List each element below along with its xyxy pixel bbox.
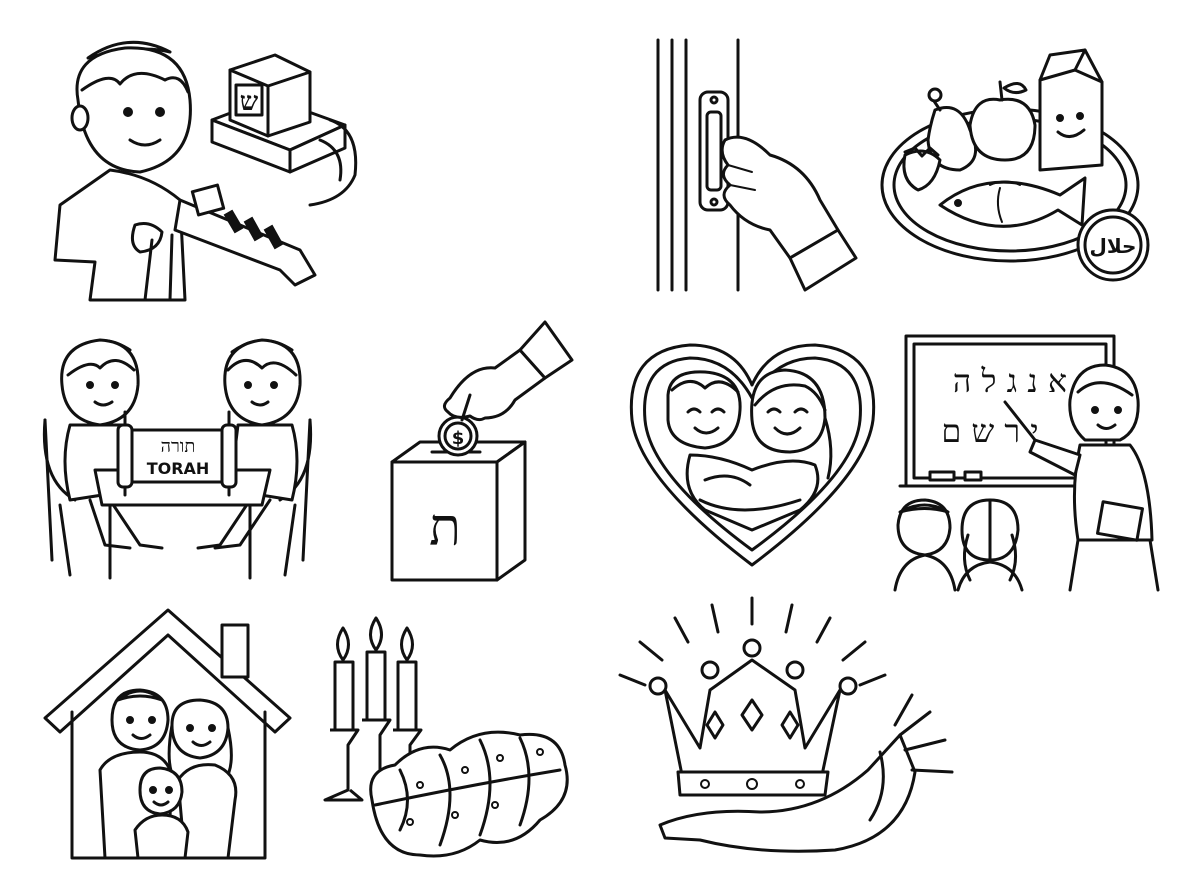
hebrew-classroom-illustration: א נ ג ל ה י ר ש ם <box>893 334 1160 592</box>
tzedakah-box-illustration: ת $ <box>390 320 574 582</box>
boy-tefillin-illustration: ש <box>53 40 358 302</box>
heart-friends-illustration <box>629 343 876 567</box>
svg-text:$: $ <box>452 428 465 449</box>
torah-study-illustration: תורה TORAH <box>42 338 313 580</box>
board-hebrew-row-1: א נ ג ל ה <box>953 362 1067 400</box>
torah-scroll-latin: TORAH <box>147 459 210 478</box>
shabbat-candles-illustration <box>323 616 569 858</box>
board-hebrew-row-2: י ר ש ם <box>941 412 1038 450</box>
mezuzah-illustration <box>656 38 858 292</box>
family-house-illustration <box>43 608 292 860</box>
torah-scroll-hebrew: תורה <box>161 436 196 457</box>
arm-strap-wraps <box>223 209 284 250</box>
crown-shofar-illustration <box>618 596 954 853</box>
tefillin-shin-letter: ש <box>240 87 259 117</box>
tzedakah-tav-letter: ת <box>429 498 461 558</box>
kosher-food-illustration: حلال <box>880 48 1150 282</box>
halal-seal-text: حلال <box>1090 234 1137 258</box>
